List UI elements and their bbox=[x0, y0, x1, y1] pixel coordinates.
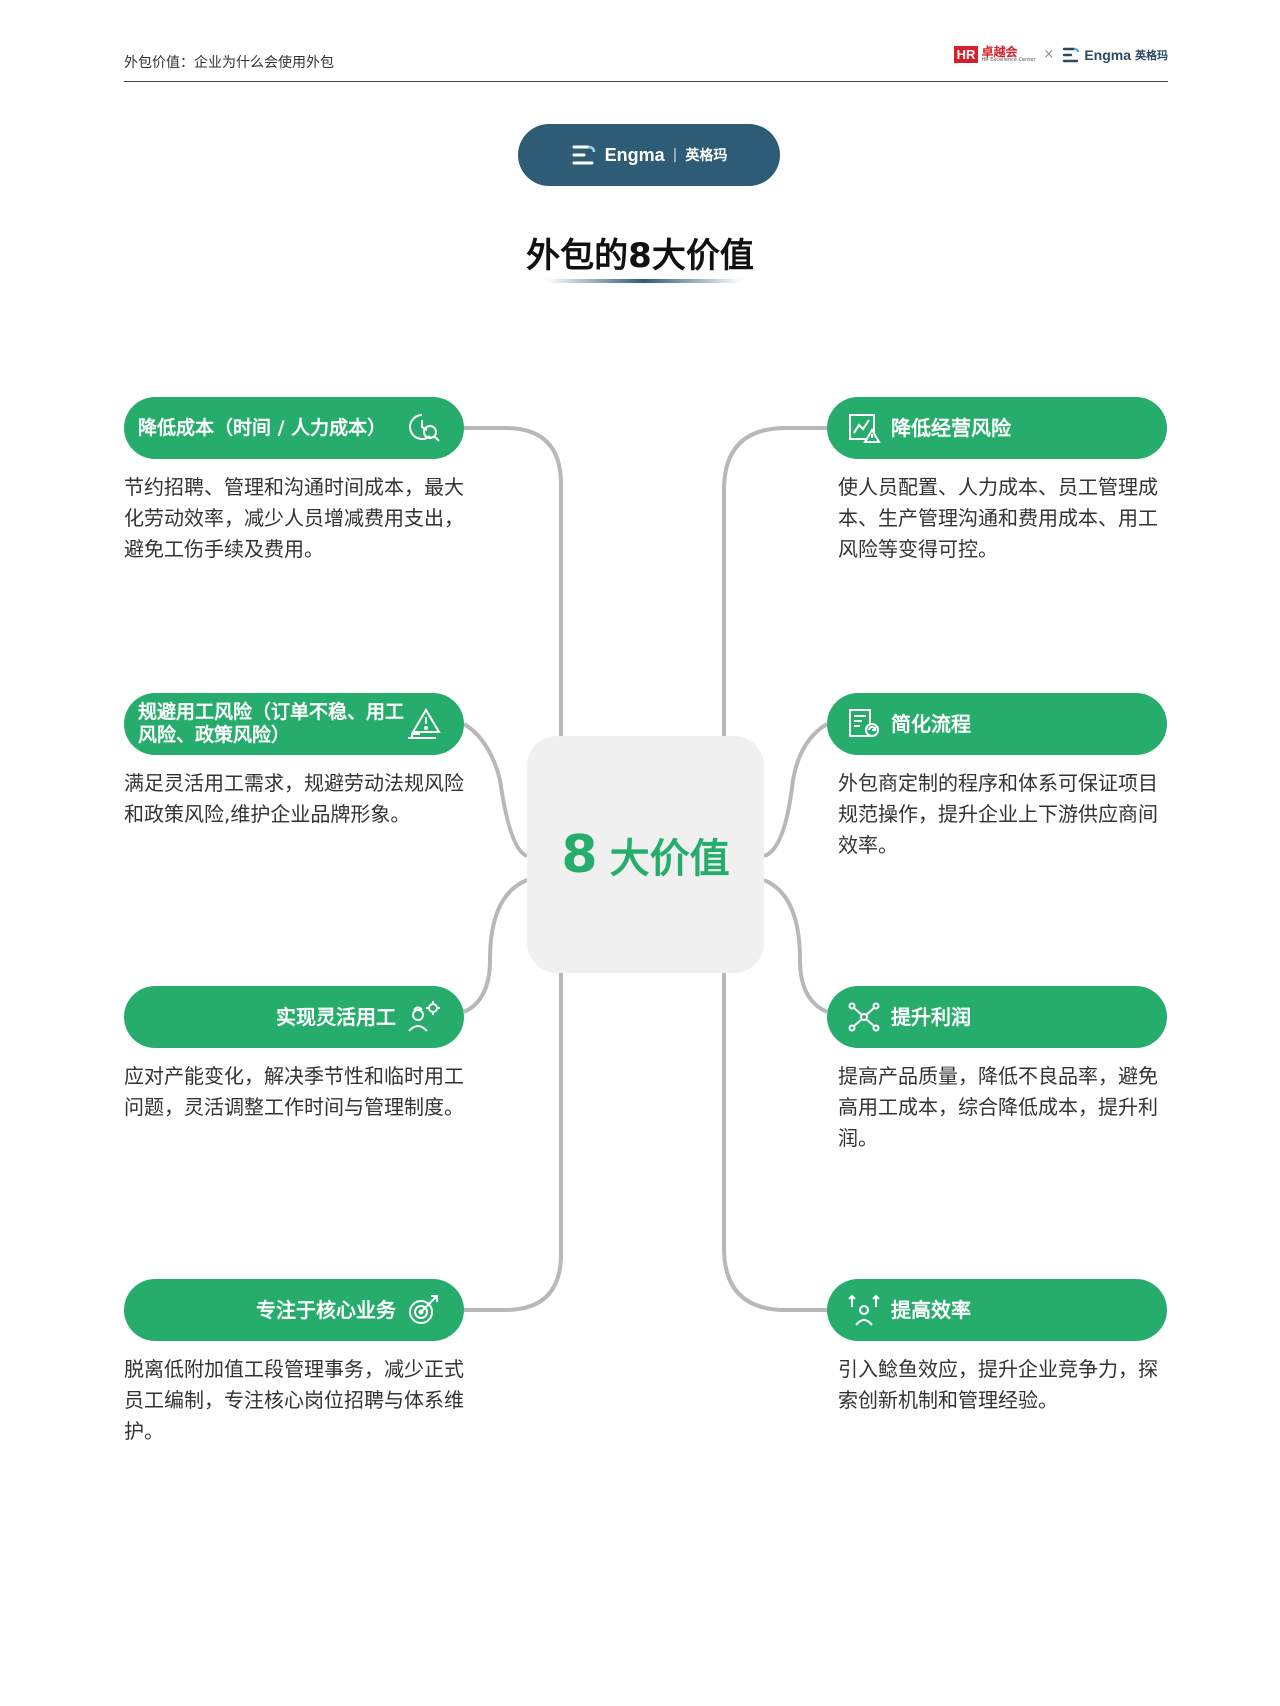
cost-time-icon bbox=[409, 414, 440, 442]
value-description: 节约招聘、管理和沟通时间成本，最大化劳动效率，减少人员增减费用支出，避免工伤手续… bbox=[124, 475, 464, 561]
value-description: 提高产品质量，降低不良品率，避免高用工成本，综合降低成本，提升利润。 bbox=[838, 1064, 1158, 1150]
process-document-icon bbox=[849, 709, 879, 737]
center-node: 8 大价值 bbox=[527, 736, 764, 973]
header-title: 外包价值：企业为什么会使用外包 bbox=[124, 55, 334, 71]
value-pill-improve-efficiency: 提高效率 bbox=[827, 1279, 1167, 1341]
value-pill-simplify-process: 简化流程 bbox=[827, 693, 1167, 755]
value-description: 满足灵活用工需求，规避劳动法规风险和政策风险,维护企业品牌形象。 bbox=[124, 771, 464, 826]
hr-logo-en: HR Excellence Center bbox=[981, 57, 1036, 63]
brand-name: Engma bbox=[604, 144, 665, 165]
chart-warning-icon bbox=[849, 414, 881, 443]
engma-name-small: Engma bbox=[1084, 46, 1131, 63]
engma-mark-icon bbox=[572, 145, 595, 165]
engma-mark-icon bbox=[1063, 47, 1080, 62]
target-icon bbox=[409, 1295, 438, 1324]
value-description: 脱离低附加值工段管理事务，减少正式员工编制，专注核心岗位招聘与体系维护。 bbox=[124, 1357, 464, 1443]
value-pill-focus-core: 专注于核心业务 bbox=[124, 1279, 464, 1341]
engma-brand-pill: Engma | 英格玛 bbox=[518, 124, 780, 186]
person-arrows-up-icon bbox=[848, 1294, 880, 1326]
worker-gear-icon bbox=[408, 1001, 440, 1032]
value-title: 降低经营风险 bbox=[891, 416, 1011, 440]
value-pill-reduce-risk: 降低经营风险 bbox=[827, 397, 1167, 459]
connector-6 bbox=[763, 878, 828, 1014]
engma-logo-small: Engma 英格玛 bbox=[1062, 47, 1168, 63]
connector-7 bbox=[464, 973, 563, 1312]
connector-5 bbox=[463, 878, 528, 1014]
value-pill-reduce-cost: 降低成本（时间 / 人力成本） bbox=[124, 397, 464, 459]
value-description: 外包商定制的程序和体系可保证项目规范操作，提升企业上下游供应商间效率。 bbox=[838, 771, 1158, 857]
hr-excellence-logo: HR 卓越会 HR Excellence Center bbox=[953, 45, 1036, 63]
value-title: 实现灵活用工 bbox=[276, 1005, 396, 1029]
value-description: 引入鲶鱼效应，提升企业竞争力，探索创新机制和管理经验。 bbox=[838, 1357, 1158, 1412]
center-label: 大价值 bbox=[609, 835, 730, 882]
times-symbol: × bbox=[1043, 47, 1055, 62]
value-description: 使人员配置、人力成本、员工管理成本、生产管理沟通和费用成本、用工风险等变得可控。 bbox=[838, 475, 1158, 561]
center-number: 8 bbox=[561, 824, 598, 885]
value-title: 专注于核心业务 bbox=[256, 1298, 396, 1322]
brand-separator: | bbox=[672, 147, 678, 163]
engma-cn-small: 英格玛 bbox=[1135, 49, 1168, 62]
title-underline bbox=[546, 279, 742, 283]
network-profit-icon bbox=[848, 1002, 880, 1032]
value-title: 降低成本（时间 / 人力成本） bbox=[138, 416, 387, 439]
connector-8 bbox=[722, 973, 827, 1312]
warning-hand-icon bbox=[408, 708, 441, 739]
value-pill-avoid-employment-risk: 规避用工风险（订单不稳、用工风险、政策风险） bbox=[124, 693, 464, 755]
header-logos: HR 卓越会 HR Excellence Center × Engma 英格玛 bbox=[953, 45, 1168, 63]
value-title: 规避用工风险（订单不稳、用工风险、政策风险） bbox=[138, 701, 405, 746]
value-pill-flexible-employment: 实现灵活用工 bbox=[124, 986, 464, 1048]
value-pill-increase-profit: 提升利润 bbox=[827, 986, 1167, 1048]
hr-logo-badge: HR bbox=[953, 46, 979, 63]
value-title: 简化流程 bbox=[891, 712, 971, 736]
value-description: 应对产能变化，解决季节性和临时用工问题，灵活调整工作时间与管理制度。 bbox=[124, 1064, 464, 1119]
connector-2 bbox=[722, 426, 827, 736]
brand-cn: 英格玛 bbox=[685, 148, 728, 164]
connector-1 bbox=[464, 426, 563, 736]
header-divider bbox=[124, 81, 1168, 82]
connector-3 bbox=[462, 722, 528, 858]
value-title: 提高效率 bbox=[891, 1298, 971, 1322]
connector-4 bbox=[763, 722, 829, 858]
page-title: 外包的8大价值 bbox=[526, 236, 754, 276]
value-title: 提升利润 bbox=[891, 1005, 971, 1029]
hr-logo-cn: 卓越会 bbox=[981, 45, 1018, 59]
